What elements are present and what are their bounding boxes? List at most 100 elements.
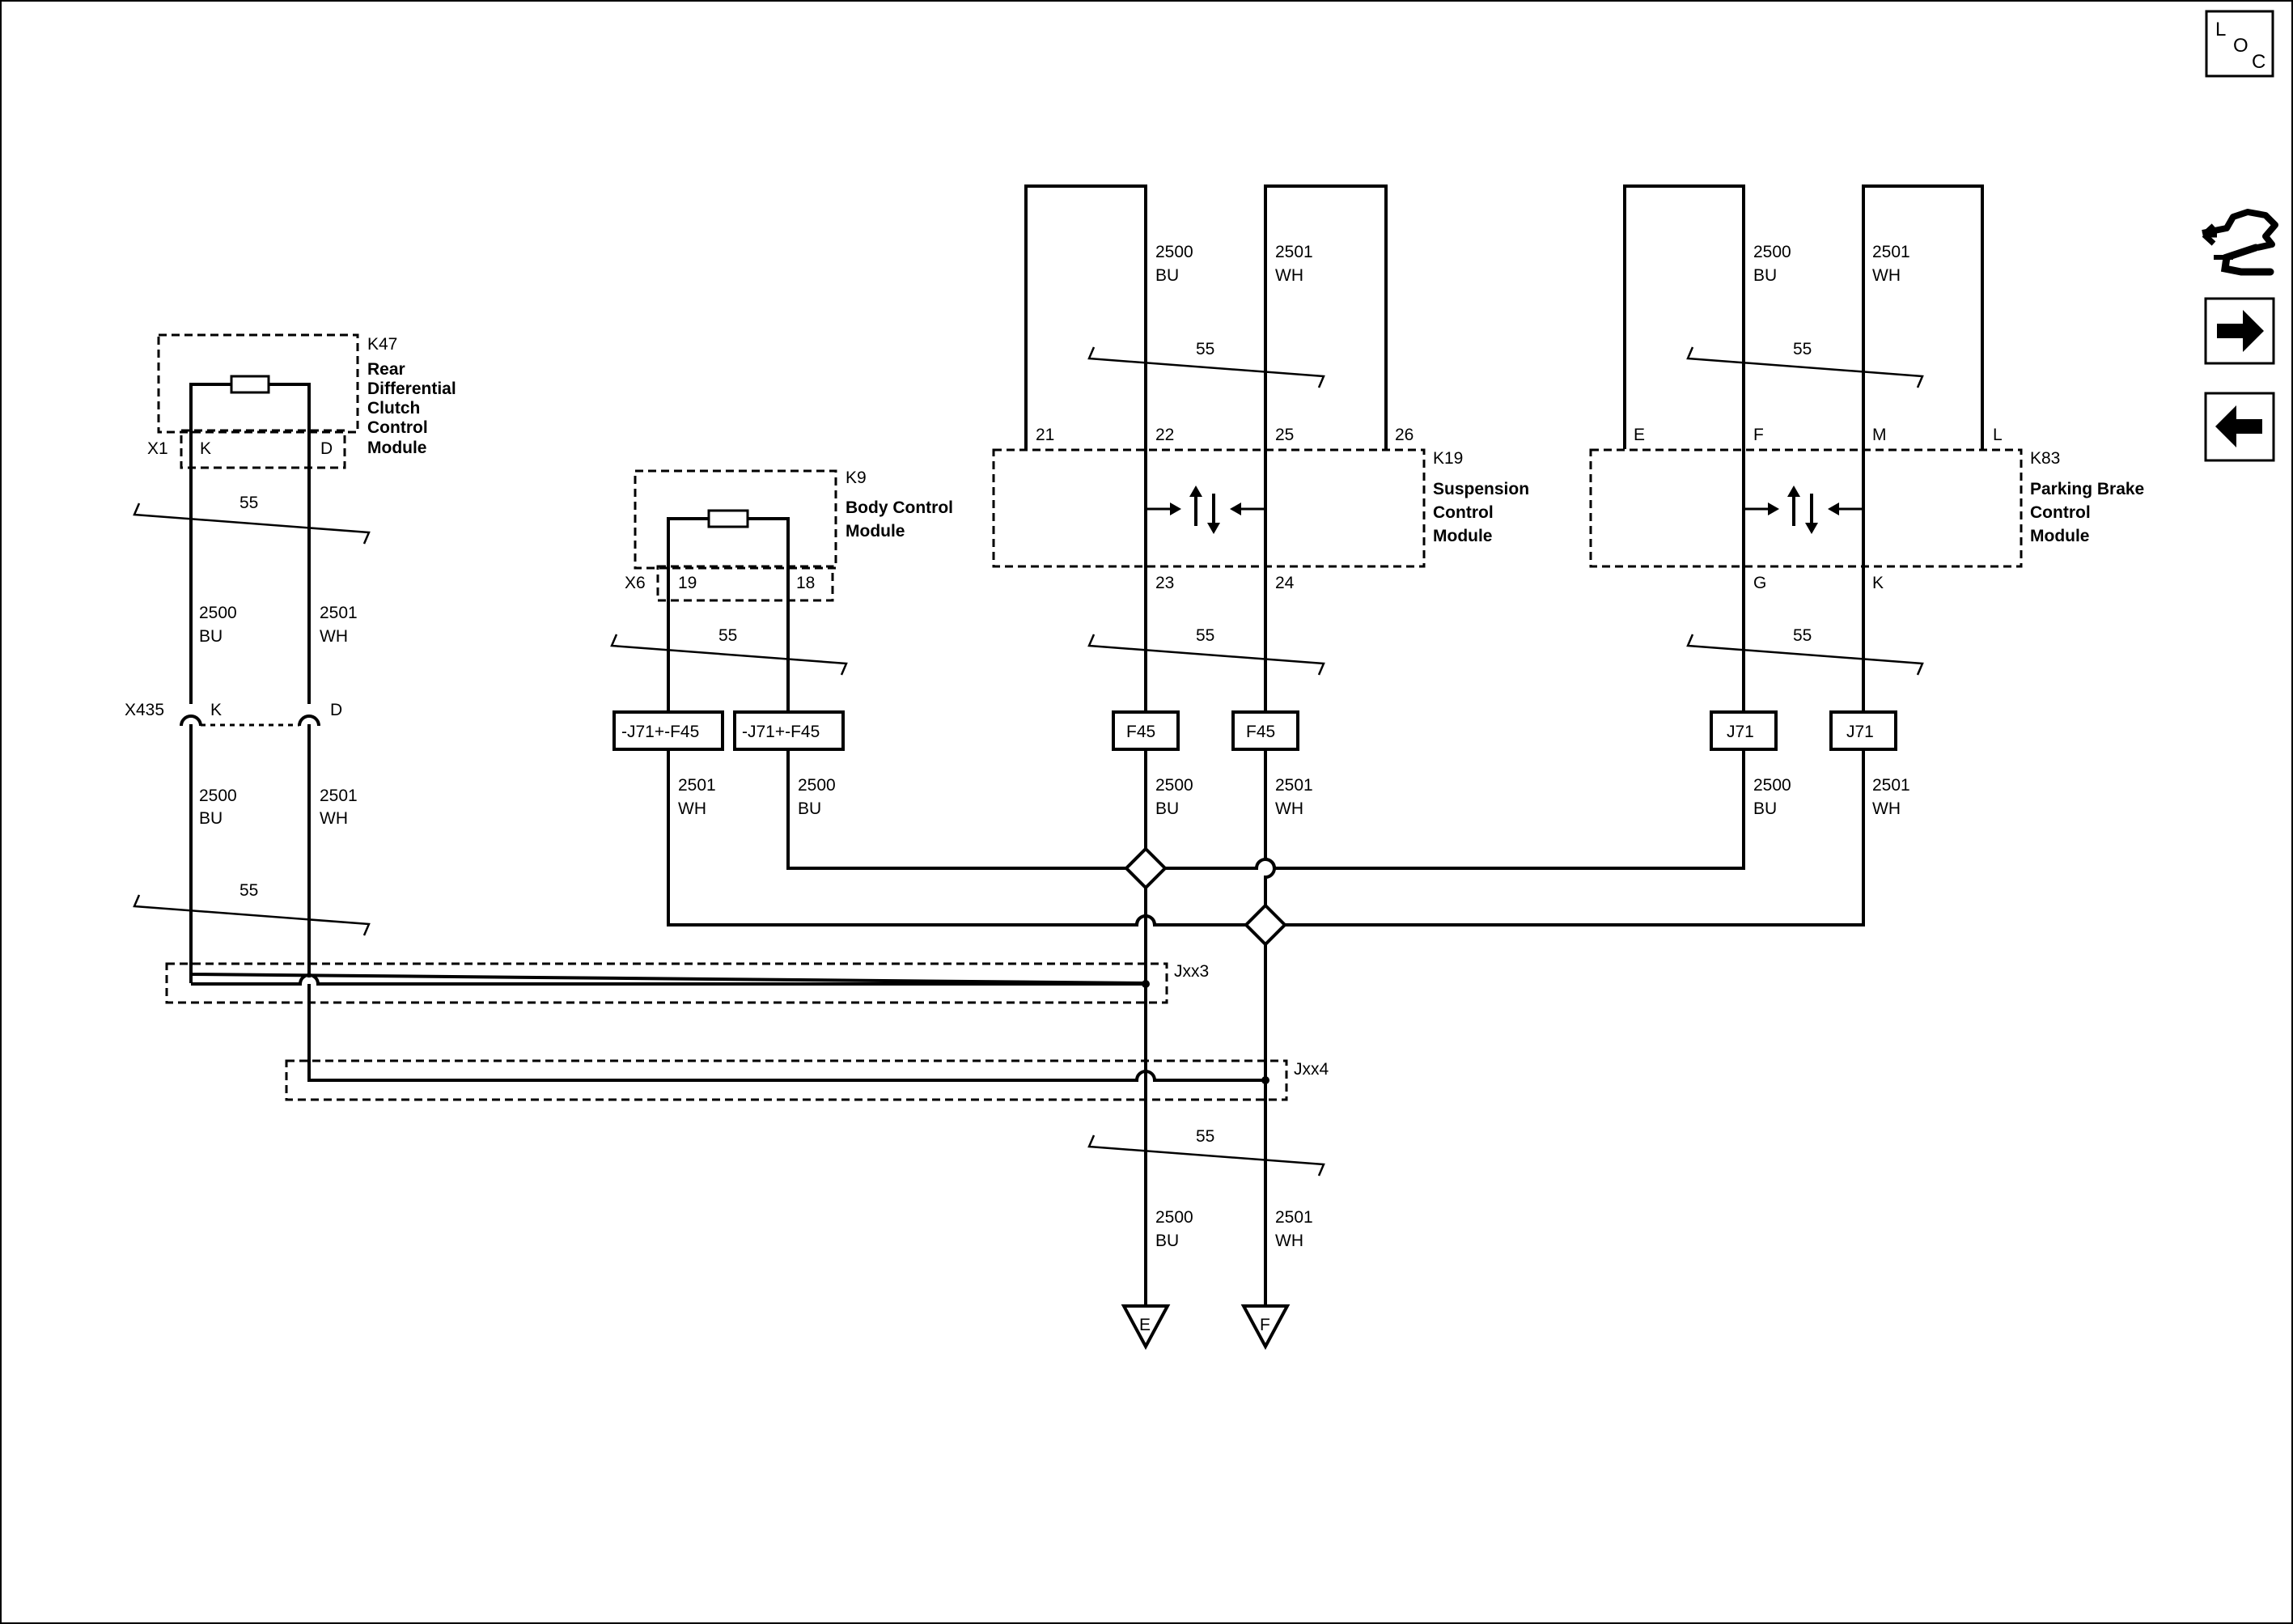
twist-marker-k83-top: 55 <box>1686 340 1924 388</box>
k47-name-4: Control <box>367 418 428 437</box>
k47-terminating-resistor <box>230 375 270 394</box>
x435-wire-num-bu: 2500 <box>199 787 237 805</box>
jxx4-label: Jxx4 <box>1294 1060 1329 1079</box>
svg-text:-J71+-F45: -J71+-F45 <box>742 723 820 741</box>
twist-marker-k47-lower: 55 <box>133 881 371 936</box>
k83-top-wire-color-wh: WH <box>1872 266 1901 285</box>
k19-wire-color-wh: WH <box>1275 799 1303 818</box>
svg-text:55: 55 <box>239 494 258 512</box>
svg-text:55: 55 <box>1793 340 1812 358</box>
option-box-k83-right: J71 <box>1829 710 1897 751</box>
arrow-left-icon <box>2215 405 2262 447</box>
k19-name-3: Module <box>1433 527 1493 545</box>
bottom-wire-color-bu: BU <box>1155 1232 1179 1250</box>
svg-text:F: F <box>1260 1316 1270 1334</box>
connector-end-view-icon[interactable] <box>2202 209 2278 276</box>
svg-text:-J71+-F45: -J71+-F45 <box>621 723 699 741</box>
twist-marker-k9: 55 <box>610 626 848 676</box>
x435-wire-color-bu: BU <box>199 809 223 828</box>
option-box-k9-left: -J71+-F45 <box>612 710 724 751</box>
svg-text:55: 55 <box>1793 626 1812 645</box>
k9-pin-19: 19 <box>678 574 697 592</box>
k83-name-3: Module <box>2030 527 2090 545</box>
option-box-k9-right: -J71+-F45 <box>733 710 845 751</box>
splice-pack-jxx3: Jxx3 <box>165 962 1209 1004</box>
k83-top-wire-num-wh: 2501 <box>1872 243 1910 261</box>
k47-name-1: Rear <box>367 360 405 379</box>
k83-transceiver-icon <box>1745 486 1862 534</box>
k83-name-1: Parking Brake <box>2030 480 2144 498</box>
prev-page-button[interactable] <box>2204 392 2275 462</box>
bottom-wire-color-wh: WH <box>1275 1232 1303 1250</box>
bottom-wire-num-wh: 2501 <box>1275 1208 1313 1227</box>
x435-wire-color-wh: WH <box>320 809 348 828</box>
k19-pin-21: 21 <box>1036 426 1054 444</box>
splice-node-bu <box>1124 846 1168 890</box>
twist-marker-bottom: 55 <box>1087 1127 1325 1177</box>
k19-pin-25: 25 <box>1275 426 1294 444</box>
k19-pin-26: 26 <box>1395 426 1414 444</box>
k83-id: K83 <box>2030 449 2060 468</box>
offpage-connector-f[interactable]: F <box>1240 1295 1291 1351</box>
k83-name-2: Control <box>2030 503 2091 522</box>
x435-pin-d: D <box>330 701 342 719</box>
k47-name-5: Module <box>367 439 427 457</box>
k83-pin-l: L <box>1993 426 2003 444</box>
k47-wire-color-wh: WH <box>320 627 348 646</box>
svg-text:J71: J71 <box>1727 723 1754 741</box>
inline-connector-x435: X435 K D <box>125 701 342 983</box>
k83-wire-color-wh: WH <box>1872 799 1901 818</box>
splice-node-wh <box>1244 903 1287 947</box>
module-k47: K47 Rear Differential Clutch Control Mod… <box>147 333 456 469</box>
k9-id: K9 <box>846 469 867 487</box>
k19-top-wire-color-bu: BU <box>1155 266 1179 285</box>
twist-marker-k19-bottom: 55 <box>1087 626 1325 676</box>
svg-text:L: L <box>2215 19 2226 40</box>
k47-wire-num-bu: 2500 <box>199 604 237 622</box>
svg-text:55: 55 <box>1196 626 1214 645</box>
loc-button[interactable]: L O C <box>2205 10 2274 78</box>
k19-id: K19 <box>1433 449 1463 468</box>
k83-pin-g: G <box>1753 574 1766 592</box>
k83-pin-e: E <box>1634 426 1645 444</box>
k9-wire-color-wh: WH <box>678 799 706 818</box>
k9-wire-color-bu: BU <box>798 799 821 818</box>
k47-id: K47 <box>367 335 397 354</box>
svg-text:E: E <box>1139 1316 1151 1334</box>
k83-pin-f: F <box>1753 426 1764 444</box>
wire-crossover-bu-on-wh <box>1135 888 1156 1295</box>
module-k83-loop-wires <box>1623 184 1984 449</box>
twist-marker-k19-top: 55 <box>1087 340 1325 388</box>
k9-name-2: Module <box>846 522 905 541</box>
svg-text:J71: J71 <box>1846 723 1874 741</box>
k19-wire-num-bu: 2500 <box>1155 776 1193 795</box>
k19-top-wire-color-wh: WH <box>1275 266 1303 285</box>
offpage-connector-e[interactable]: E <box>1121 1295 1171 1351</box>
k19-top-wire-num-wh: 2501 <box>1275 243 1313 261</box>
twist-marker-k47-upper: 55 <box>133 494 371 545</box>
svg-text:C: C <box>2252 51 2265 73</box>
svg-text:55: 55 <box>239 881 258 900</box>
x435-id: X435 <box>125 701 164 719</box>
k9-terminating-resistor <box>707 509 749 528</box>
k19-pin-24: 24 <box>1275 574 1295 592</box>
svg-text:F45: F45 <box>1246 723 1275 741</box>
x435-pin-k: K <box>210 701 222 719</box>
k19-wire-color-bu: BU <box>1155 799 1179 818</box>
k83-wire-num-wh: 2501 <box>1872 776 1910 795</box>
next-page-button[interactable] <box>2204 297 2275 365</box>
k19-name-1: Suspension <box>1433 480 1529 498</box>
bottom-wire-num-bu: 2500 <box>1155 1208 1193 1227</box>
k9-name-1: Body Control <box>846 498 953 517</box>
k9-wire-num-bu: 2500 <box>798 776 836 795</box>
k9-pin-18: 18 <box>796 574 815 592</box>
module-k19-loop-wires <box>1024 184 1388 449</box>
option-box-k83-left: J71 <box>1710 710 1778 751</box>
jxx3-label: Jxx3 <box>1174 962 1209 981</box>
k83-wire-color-bu: BU <box>1753 799 1777 818</box>
svg-text:55: 55 <box>1196 340 1214 358</box>
k47-name-3: Clutch <box>367 399 420 418</box>
k47-connector-id: X1 <box>147 439 168 458</box>
